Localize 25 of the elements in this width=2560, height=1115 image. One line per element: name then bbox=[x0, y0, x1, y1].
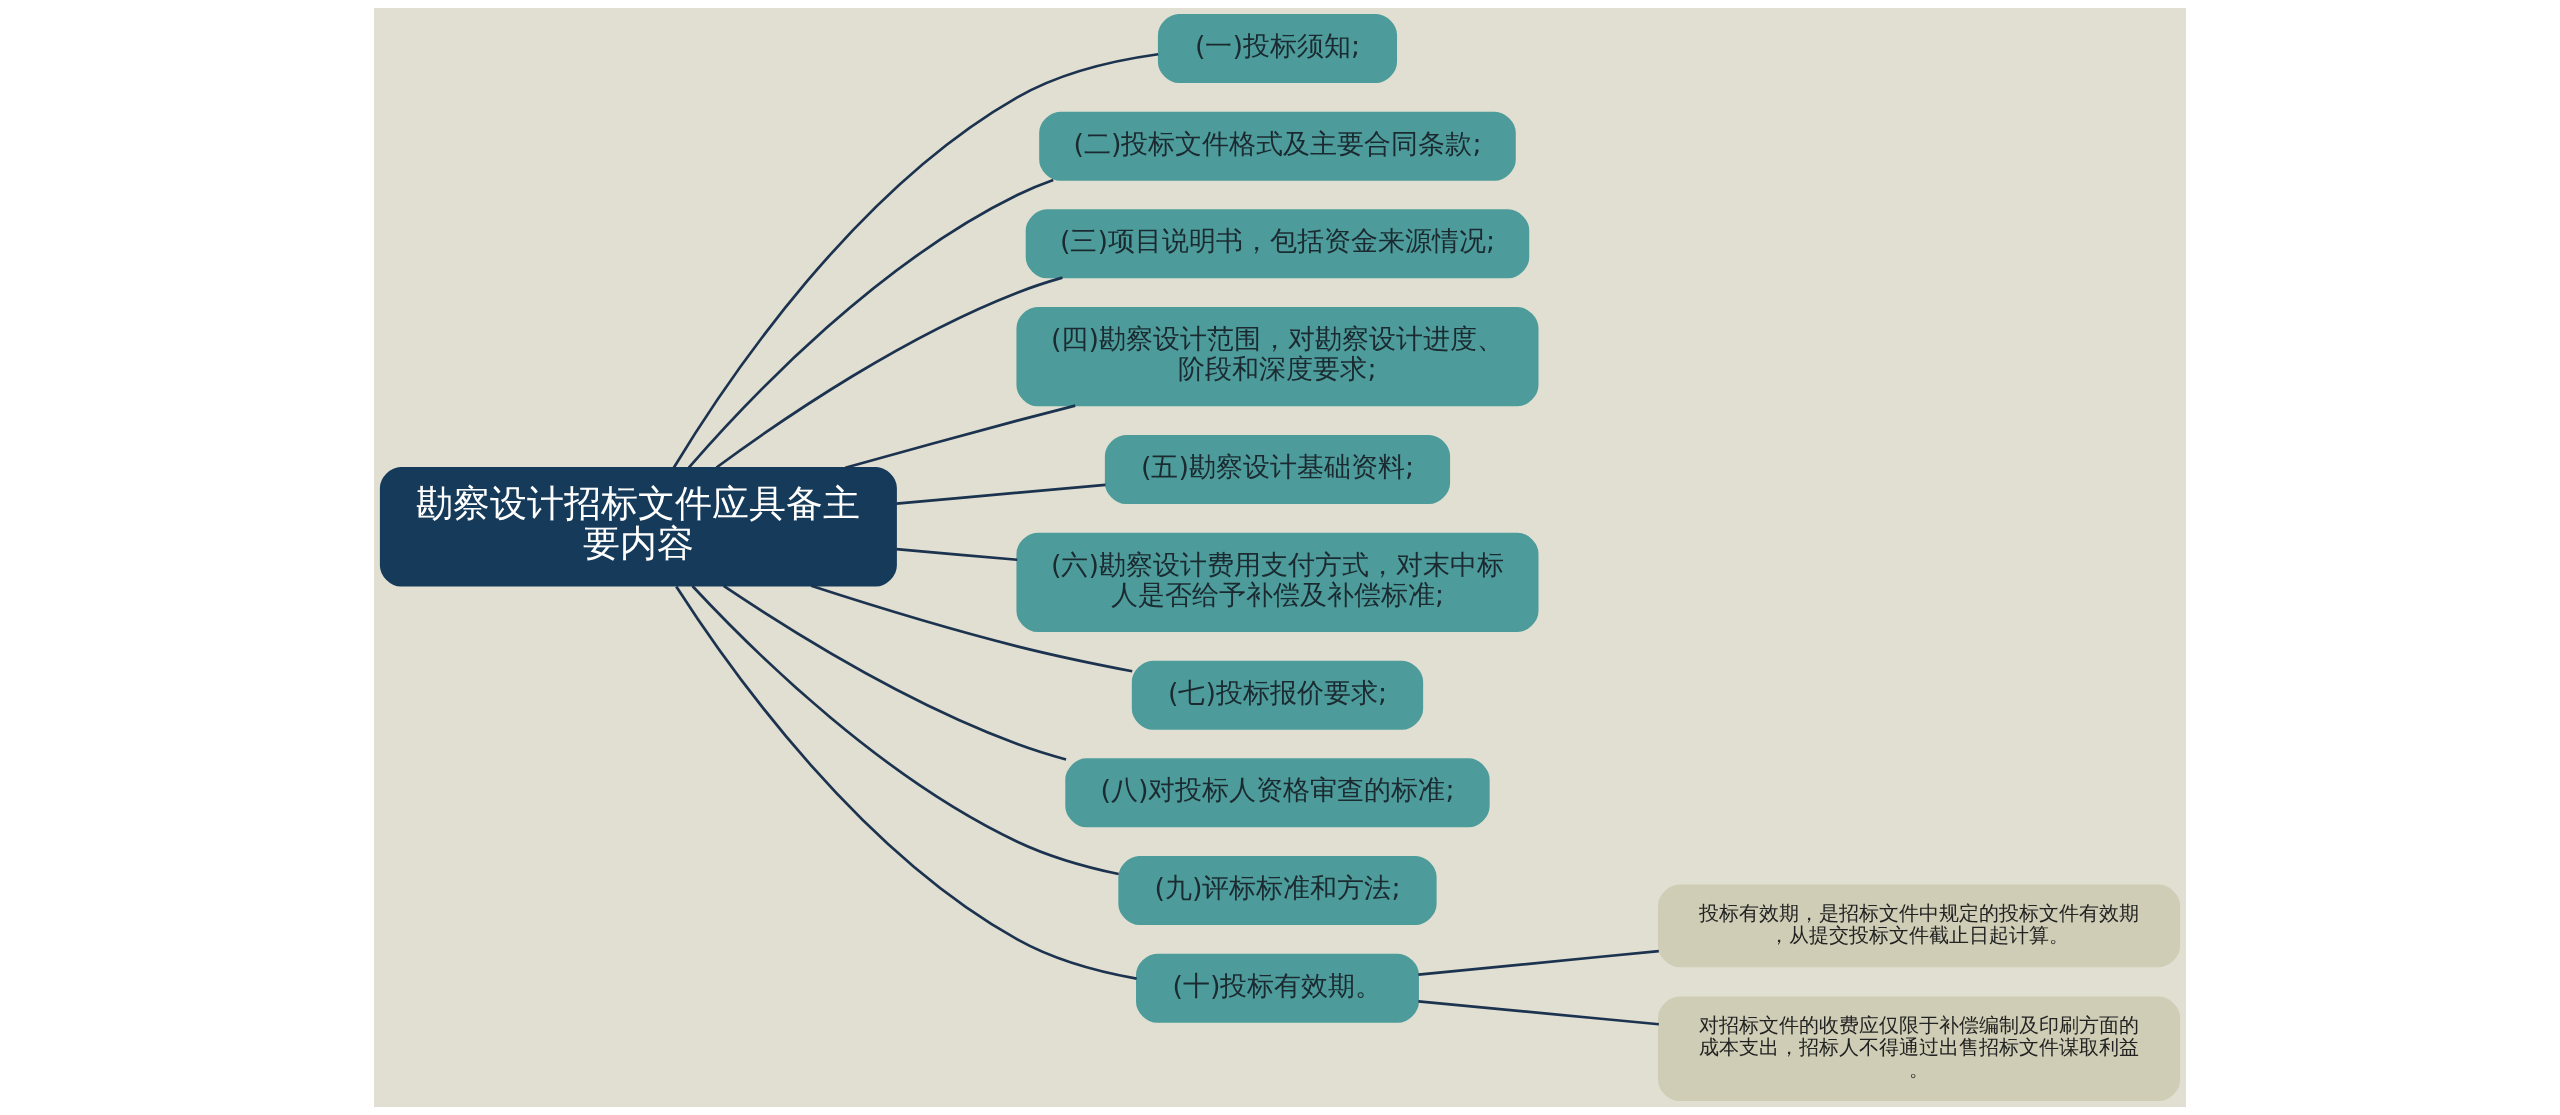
node-box: 投标有效期，是招标文件中规定的投标文件有效期，从提交投标文件截止日起计算。 bbox=[1658, 884, 2181, 968]
node-box: (四)勘察设计范围，对勘察设计进度、阶段和深度要求; bbox=[1016, 307, 1539, 407]
connector bbox=[896, 483, 1106, 505]
connector bbox=[687, 178, 1054, 469]
connector bbox=[896, 547, 1018, 562]
connector bbox=[675, 585, 1137, 980]
connector bbox=[844, 404, 1076, 470]
node-box: (六)勘察设计费用支付方式，对末中标人是否给予补偿及补偿标准; bbox=[1016, 532, 1539, 632]
node-box: 对招标文件的收费应仅限于补偿编制及印刷方面的成本支出，招标人不得通过出售招标文件谋取利益。 bbox=[1658, 996, 2181, 1101]
connector bbox=[722, 584, 1067, 761]
node-box: (十)投标有效期。 bbox=[1136, 953, 1419, 1023]
connector bbox=[691, 585, 1119, 876]
node-box: (一)投标须知; bbox=[1157, 14, 1398, 84]
connector bbox=[715, 276, 1063, 469]
connector bbox=[1418, 949, 1659, 976]
node-box: 勘察设计招标文件应具备主要内容 bbox=[379, 467, 897, 587]
node-box: (三)项目说明书，包括资金来源情况; bbox=[1025, 209, 1530, 279]
node-box: (七)投标报价要求; bbox=[1131, 660, 1424, 730]
node-box: (二)投标文件格式及主要合同条款; bbox=[1039, 111, 1516, 181]
node-box: (九)评标标准和方法; bbox=[1118, 856, 1437, 926]
node-box: (五)勘察设计基础资料; bbox=[1104, 435, 1451, 505]
connector bbox=[672, 52, 1159, 469]
node-box: (八)对投标人资格审查的标准; bbox=[1065, 758, 1490, 828]
connector bbox=[810, 584, 1133, 673]
connector bbox=[1418, 1000, 1659, 1026]
